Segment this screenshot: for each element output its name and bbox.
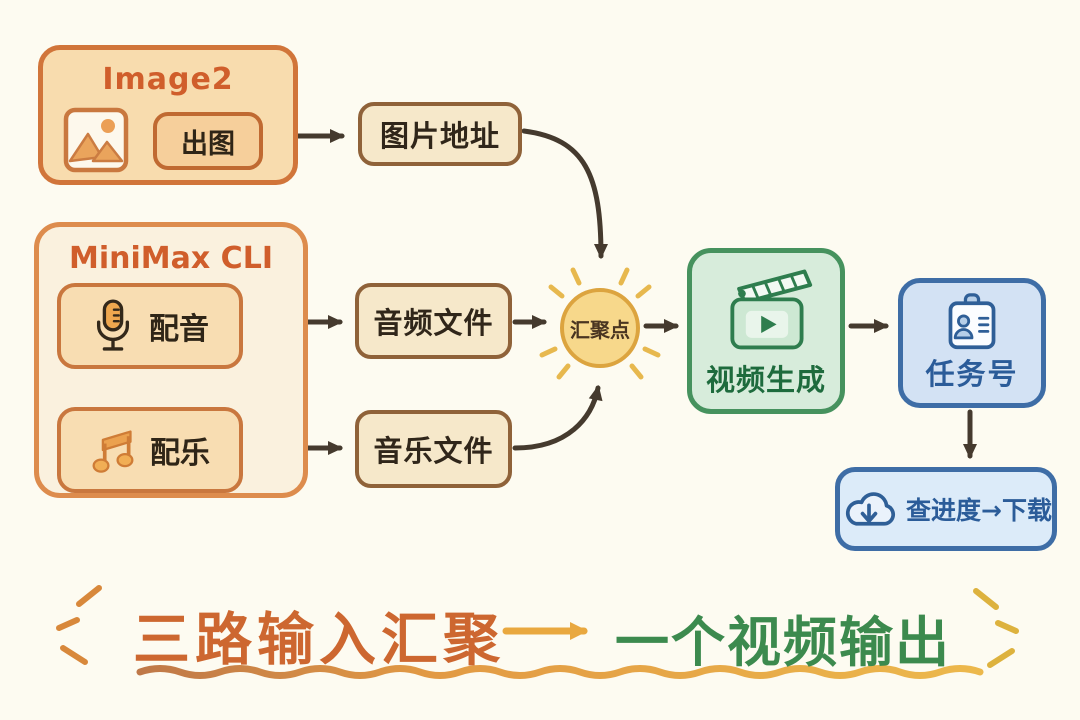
audio-file-node: 音频文件 — [355, 283, 512, 359]
caption-marks-right — [973, 588, 1019, 668]
music-label: 配乐 — [150, 436, 210, 471]
video-generation-node: 视频生成 — [687, 248, 845, 414]
picture-icon — [63, 107, 129, 173]
minimax-cli-title: MiniMax CLI — [69, 241, 273, 276]
audio-file-label: 音频文件 — [373, 306, 494, 340]
voice-node: 配音 — [57, 283, 243, 369]
minimax-cli-group-box: MiniMax CLI 配音 — [34, 222, 308, 498]
caption-underline — [136, 665, 984, 679]
caption-right-text: 一个视频输出 — [615, 611, 951, 674]
arrow-image-url-to-hub — [521, 128, 608, 259]
music-node: 配乐 — [57, 407, 243, 493]
clapperboard-icon — [716, 263, 816, 355]
id-badge-icon — [945, 293, 999, 351]
video-generation-label: 视频生成 — [705, 363, 826, 397]
microphone-icon — [91, 298, 135, 354]
generate-image-button: 出图 — [153, 112, 263, 170]
image2-title: Image2 — [102, 62, 234, 97]
convergence-hub-label: 汇聚点 — [570, 317, 630, 342]
task-id-node: 任务号 — [898, 278, 1046, 408]
convergence-hub-node: 汇聚点 — [560, 288, 640, 368]
caption-marks-left — [56, 585, 102, 665]
progress-download-node: 查进度→下载 — [835, 467, 1057, 551]
image2-group-box: Image2 出图 — [38, 45, 298, 185]
progress-download-label: 查进度→下载 — [906, 496, 1052, 525]
cloud-download-icon — [840, 485, 898, 533]
music-file-node: 音乐文件 — [355, 410, 512, 488]
arrow-music-file-to-hub — [512, 385, 603, 451]
generate-image-label: 出图 — [181, 128, 235, 160]
image-url-node: 图片地址 — [358, 102, 522, 166]
caption-left-text: 三路输入汇聚 — [133, 607, 505, 673]
task-id-label: 任务号 — [925, 357, 1019, 391]
sun-rays — [539, 267, 661, 380]
music-file-label: 音乐文件 — [373, 434, 494, 468]
voice-label: 配音 — [149, 312, 209, 347]
image-url-label: 图片地址 — [379, 119, 500, 153]
music-note-icon — [90, 424, 136, 476]
